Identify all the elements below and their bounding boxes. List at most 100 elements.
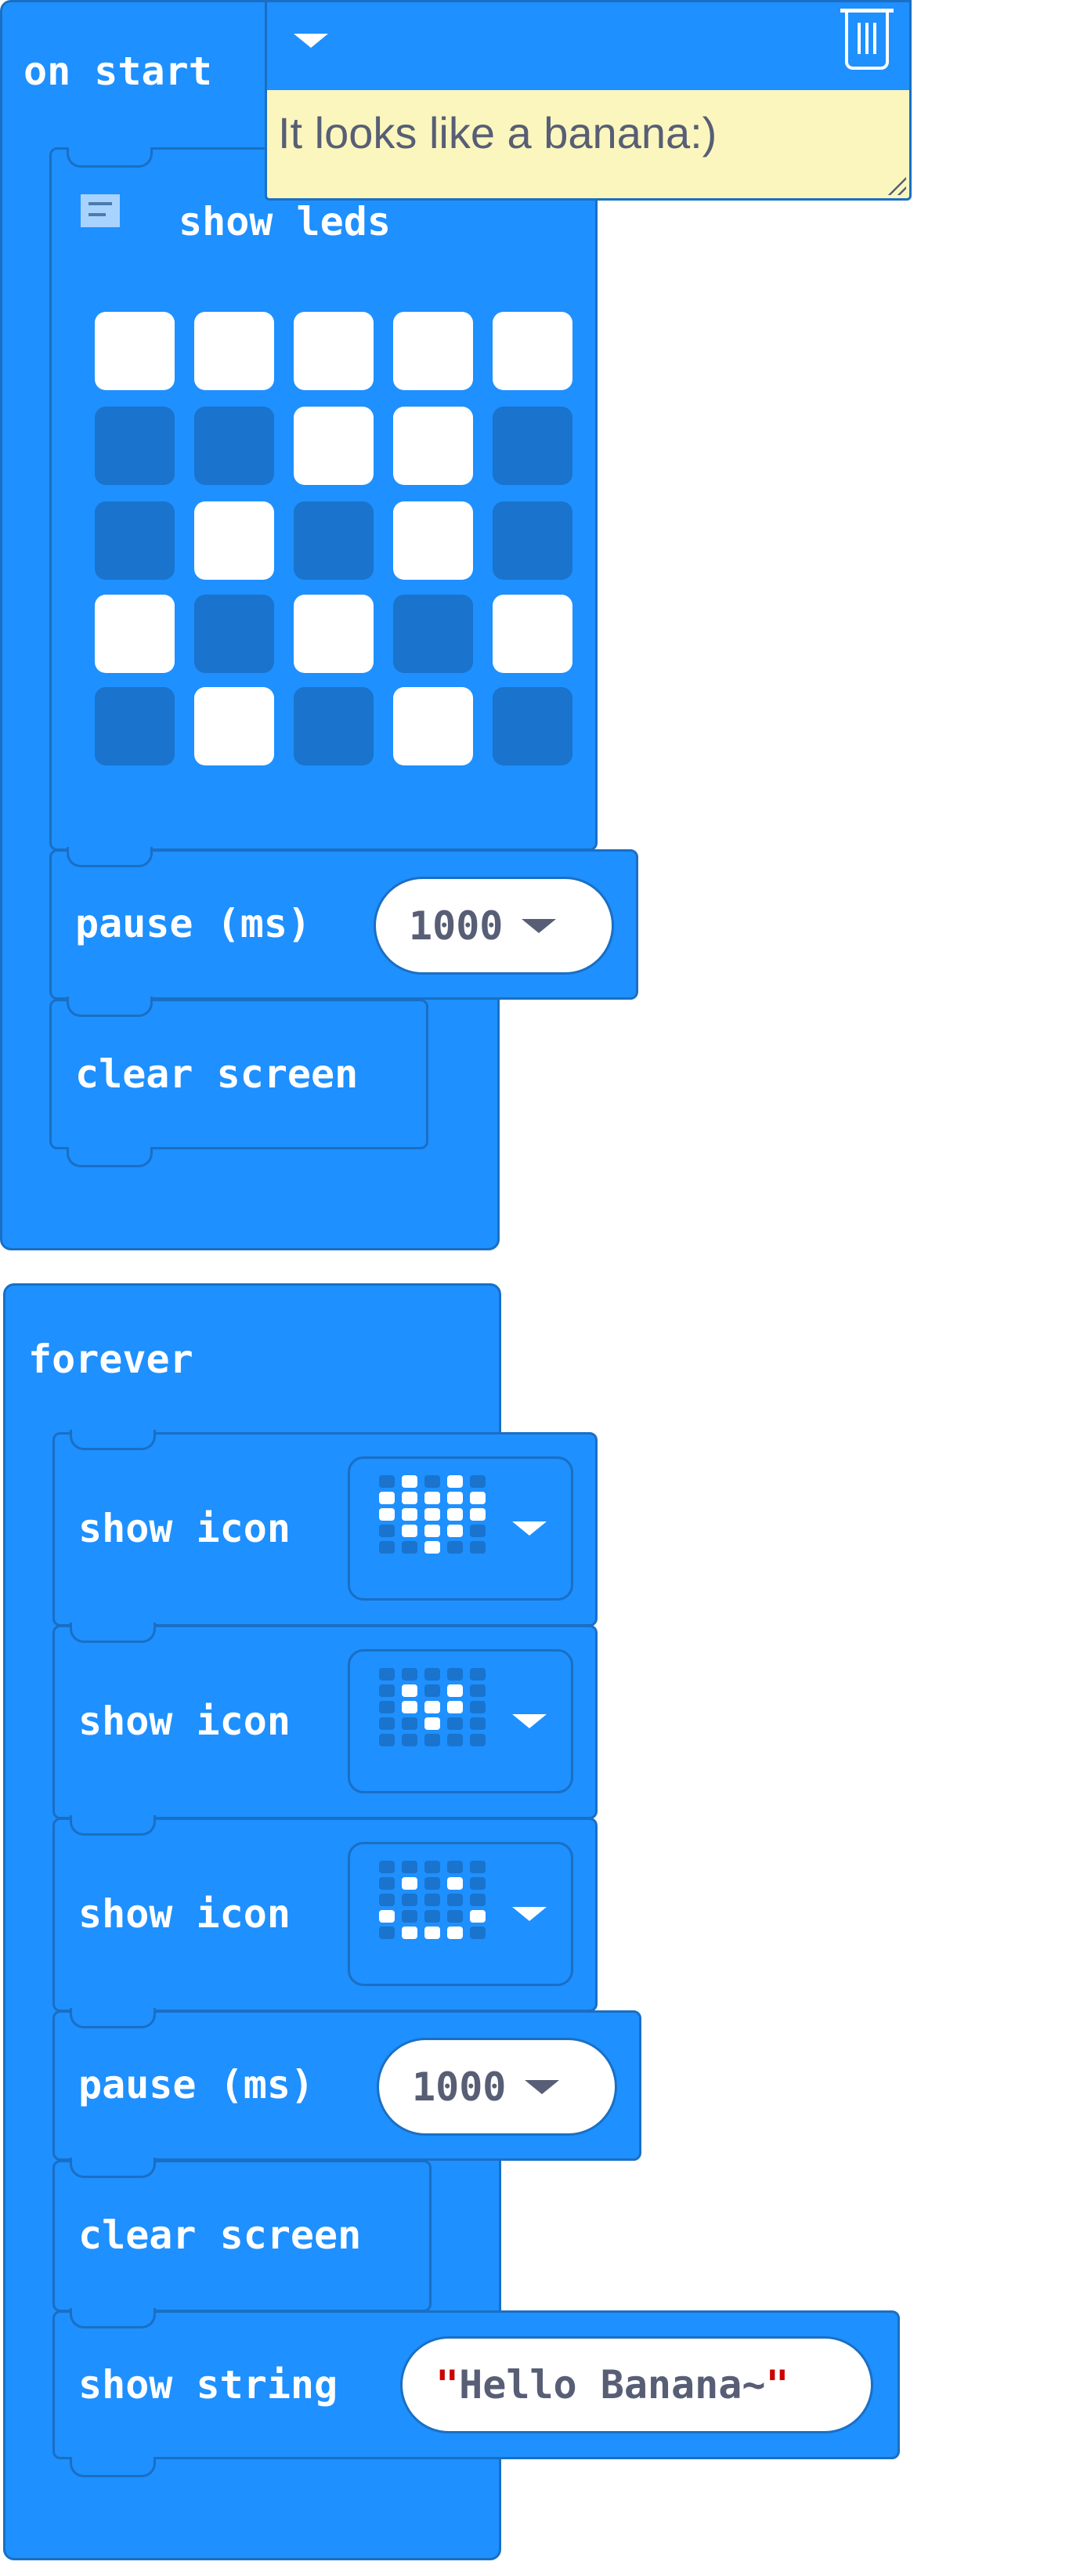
led-cell[interactable]	[95, 687, 175, 765]
pause-value: 1000	[409, 903, 504, 949]
icon-led-cell	[447, 1684, 463, 1697]
comment-header[interactable]	[267, 2, 909, 90]
collapse-triangle-icon[interactable]	[294, 34, 328, 48]
block-notch	[67, 847, 153, 867]
icon-led-cell	[379, 1877, 395, 1890]
icon-led-cell	[402, 1910, 417, 1923]
trash-icon[interactable]	[840, 9, 894, 70]
icon-led-cell	[424, 1910, 440, 1923]
icon-led-cell	[402, 1684, 417, 1697]
block-notch	[70, 2308, 156, 2328]
icon-led-cell	[379, 1910, 395, 1923]
string-input[interactable]: "Hello Banana~"	[400, 2336, 873, 2433]
string-value: Hello Banana~	[459, 2362, 766, 2408]
led-cell[interactable]	[194, 407, 274, 485]
chevron-down-icon	[525, 2079, 560, 2094]
show-icon-label: show icon	[78, 1699, 291, 1744]
block-notch	[70, 2457, 156, 2477]
led-cell[interactable]	[294, 501, 374, 580]
clear-screen-label: clear screen	[78, 2212, 362, 2258]
icon-led-cell	[470, 1525, 486, 1537]
icon-led-cell	[470, 1910, 486, 1923]
clear-screen-block[interactable]	[52, 2160, 432, 2312]
icon-led-cell	[447, 1508, 463, 1521]
led-cell[interactable]	[393, 407, 473, 485]
icon-led-cell	[424, 1508, 440, 1521]
clear-screen-block[interactable]	[49, 999, 428, 1149]
icon-led-cell	[470, 1877, 486, 1890]
icon-led-cell	[424, 1525, 440, 1537]
led-cell[interactable]	[194, 687, 274, 765]
led-cell[interactable]	[194, 312, 274, 390]
pause-duration-dropdown[interactable]: 1000	[377, 2038, 617, 2136]
pause-duration-dropdown[interactable]: 1000	[374, 877, 614, 975]
led-cell[interactable]	[294, 407, 374, 485]
led-cell[interactable]	[294, 312, 374, 390]
quote-open: "	[435, 2362, 460, 2408]
chevron-down-icon	[522, 918, 557, 933]
led-cell[interactable]	[194, 595, 274, 673]
icon-led-cell	[447, 1877, 463, 1890]
icon-led-cell	[447, 1668, 463, 1681]
icon-led-cell	[402, 1508, 417, 1521]
block-notch	[70, 2158, 156, 2178]
icon-led-cell	[447, 1861, 463, 1873]
icon-led-cell	[402, 1668, 417, 1681]
led-cell[interactable]	[393, 501, 473, 580]
block-notch	[70, 1623, 156, 1643]
led-cell[interactable]	[393, 312, 473, 390]
led-cell[interactable]	[95, 312, 175, 390]
comment-text[interactable]: It looks like a banana:)	[278, 108, 717, 157]
icon-led-cell	[379, 1717, 395, 1730]
icon-led-cell	[470, 1701, 486, 1713]
icon-led-cell	[424, 1861, 440, 1873]
led-cell[interactable]	[493, 501, 572, 580]
icon-led-cell	[470, 1475, 486, 1488]
resize-handle-icon[interactable]	[886, 175, 906, 195]
icon-led-cell	[402, 1861, 417, 1873]
comment-bubble[interactable]: It looks like a banana:)	[265, 0, 912, 201]
on-start-label: on start	[23, 49, 212, 94]
icon-led-cell	[379, 1684, 395, 1697]
block-notch	[70, 2008, 156, 2028]
clear-screen-label: clear screen	[75, 1051, 359, 1097]
led-cell[interactable]	[95, 595, 175, 673]
show-string-label: show string	[78, 2362, 338, 2408]
led-cell[interactable]	[294, 595, 374, 673]
led-cell[interactable]	[95, 407, 175, 485]
quote-close: "	[765, 2362, 789, 2408]
pause-label: pause (ms)	[75, 901, 312, 946]
block-notch	[67, 1147, 153, 1167]
icon-led-cell	[447, 1910, 463, 1923]
icon-led-cell	[470, 1894, 486, 1906]
pause-value: 1000	[412, 2064, 507, 2110]
icon-led-cell	[470, 1734, 486, 1746]
led-cell[interactable]	[194, 501, 274, 580]
icon-led-cell	[470, 1541, 486, 1554]
icon-led-cell	[424, 1541, 440, 1554]
icon-led-cell	[424, 1877, 440, 1890]
icon-led-cell	[470, 1684, 486, 1697]
led-cell[interactable]	[95, 501, 175, 580]
icon-led-cell	[379, 1492, 395, 1504]
led-cell[interactable]	[493, 312, 572, 390]
led-cell[interactable]	[493, 687, 572, 765]
icon-led-cell	[402, 1927, 417, 1939]
forever-label: forever	[28, 1337, 193, 1382]
icon-led-cell	[379, 1508, 395, 1521]
icon-led-cell	[424, 1475, 440, 1488]
led-cell[interactable]	[393, 687, 473, 765]
icon-led-cell	[470, 1668, 486, 1681]
chevron-down-icon	[512, 1714, 547, 1728]
show-icon-label: show icon	[78, 1891, 291, 1937]
icon-led-cell	[470, 1927, 486, 1939]
icon-led-cell	[424, 1894, 440, 1906]
led-cell[interactable]	[393, 595, 473, 673]
led-cell[interactable]	[493, 407, 572, 485]
led-cell[interactable]	[493, 595, 572, 673]
icon-led-cell	[402, 1701, 417, 1713]
icon-led-cell	[402, 1877, 417, 1890]
icon-led-cell	[470, 1861, 486, 1873]
comment-icon[interactable]	[81, 194, 120, 227]
led-cell[interactable]	[294, 687, 374, 765]
